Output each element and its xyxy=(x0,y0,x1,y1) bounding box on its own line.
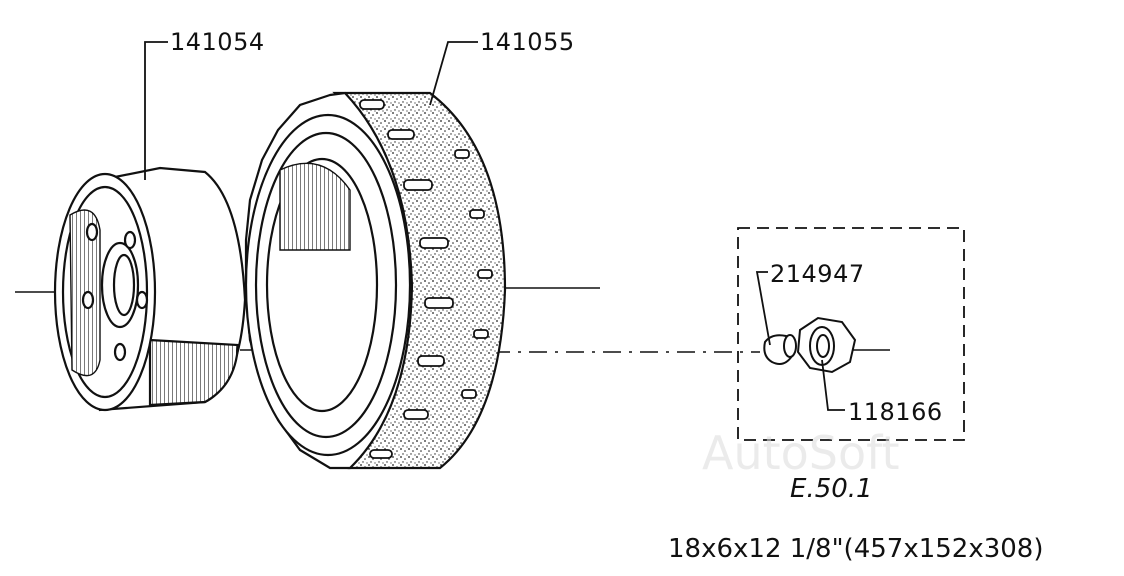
bolt-drawing xyxy=(763,334,797,365)
wheel-drawing xyxy=(244,91,507,470)
detail-dashed-box xyxy=(737,227,965,441)
part-number-118166: 118166 xyxy=(848,398,943,426)
part-number-214947: 214947 xyxy=(770,260,865,288)
part-number-141054: 141054 xyxy=(170,28,265,56)
hub-drawing xyxy=(53,166,247,412)
dimensions-caption: 18x6x12 1/8"(457x152x308) xyxy=(668,534,1044,564)
part-number-141055: 141055 xyxy=(480,28,575,56)
leader-lines xyxy=(144,41,845,411)
watermark-text: AutoSoft xyxy=(702,426,900,480)
nut-drawing xyxy=(796,316,857,374)
figure-code: E.50.1 xyxy=(790,474,873,504)
